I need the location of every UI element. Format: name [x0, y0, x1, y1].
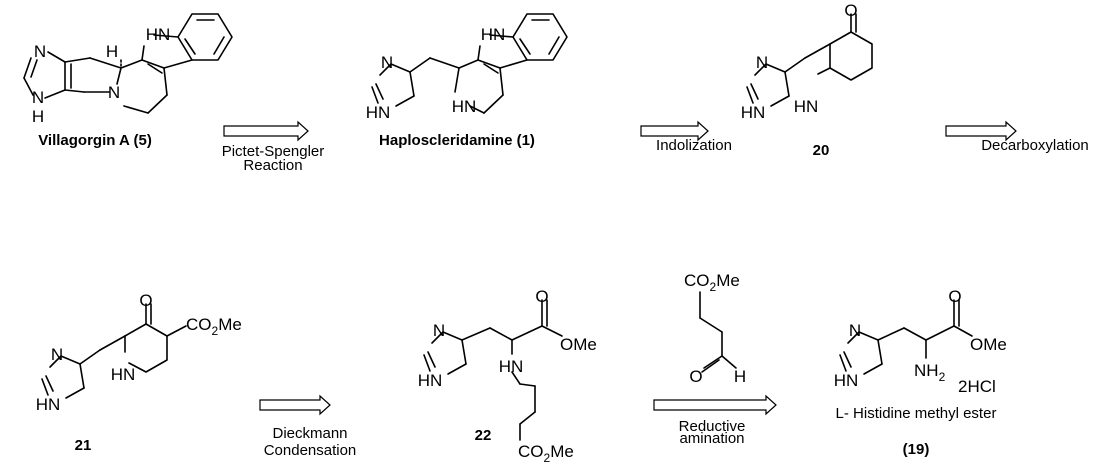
atom-h: H — [32, 107, 44, 126]
atom-o: O — [948, 287, 961, 306]
subscript: 2 — [544, 451, 551, 464]
subscript: 2 — [710, 280, 717, 294]
compound-label: 20 — [813, 142, 830, 159]
atom-nh: NH — [914, 361, 939, 380]
atom-hn: HN — [481, 25, 506, 44]
retro-arrow — [223, 120, 309, 142]
atom-o: O — [844, 1, 857, 20]
atom-hn: HN — [146, 25, 171, 44]
atom-n: N — [32, 88, 44, 107]
subscript: 2 — [212, 324, 219, 338]
step-label: Condensation — [264, 442, 357, 459]
atom-o: O — [689, 367, 702, 386]
atom-ome: OMe — [970, 335, 1007, 354]
compound-name: L- Histidine methyl ester — [836, 405, 997, 422]
step-label: Indolization — [656, 137, 732, 154]
step-label: Reductive — [679, 418, 746, 435]
co2me-group: CO2Me — [186, 315, 242, 338]
step-label: Decarboxylation — [981, 137, 1089, 154]
step-label: Dieckmann — [272, 425, 347, 442]
step-label: amination — [679, 430, 744, 447]
atom-me: Me — [218, 315, 242, 334]
step-label: Reaction — [243, 157, 302, 174]
retro-arrow — [653, 394, 777, 416]
atom-n: N — [51, 345, 63, 364]
atom-hn: HN — [794, 97, 819, 116]
atom-hn: HN — [418, 371, 443, 390]
atom-o: O — [535, 287, 548, 306]
step-label: Pictet-Spengler — [222, 143, 325, 160]
atom-n: N — [756, 53, 768, 72]
atom-n: N — [108, 83, 120, 102]
co2me-group: CO2Me — [684, 271, 740, 294]
retro-arrow — [640, 120, 709, 142]
co2me-group: CO2Me — [518, 442, 574, 464]
structure-compound-21: O CO2Me N HN HN 21 — [36, 291, 242, 454]
atom-me: Me — [716, 271, 740, 290]
compound-label: (19) — [903, 441, 930, 458]
atom-hn: HN — [741, 103, 766, 122]
atom-hn: HN — [452, 97, 477, 116]
atom-hn: HN — [499, 357, 524, 376]
atom-hn: HN — [111, 365, 136, 384]
atom-ome: OMe — [560, 335, 597, 354]
structure-compound-20: O N HN HN 20 — [741, 1, 873, 159]
compound-label: 21 — [75, 437, 92, 454]
atom-h: H — [734, 367, 746, 386]
structure-compound-22: O OMe N HN HN CO2Me 22 — [418, 287, 597, 464]
compound-label: Haploscleridamine (1) — [379, 132, 535, 149]
atom-h: H — [106, 42, 118, 61]
structure-reagent: CO2Me O H — [684, 271, 746, 386]
atom-n: N — [849, 321, 861, 340]
atom-co: CO — [186, 315, 212, 334]
atom-co: CO — [518, 442, 544, 461]
structure-histidine-methyl-ester: O OMe N HN NH2 2HCl L- Histidine methyl … — [834, 287, 1007, 458]
salt-label: 2HCl — [958, 377, 996, 396]
structure-haploscleridamine: HN N HN HN Haploscleridamine (1) — [366, 13, 568, 149]
nh2-group: NH2 — [914, 361, 946, 384]
atom-n: N — [34, 42, 46, 61]
compound-label: Villagorgin A (5) — [38, 132, 152, 149]
atom-o: O — [139, 291, 152, 310]
retro-arrow — [259, 394, 331, 416]
atom-hn: HN — [366, 103, 391, 122]
subscript: 2 — [939, 370, 946, 384]
retro-arrow — [945, 120, 1017, 142]
atom-hn: HN — [834, 371, 859, 390]
atom-n: N — [381, 53, 393, 72]
atom-n: N — [433, 321, 445, 340]
compound-label: 22 — [475, 427, 492, 444]
atom-hn: HN — [36, 395, 61, 414]
atom-co: CO — [684, 271, 710, 290]
structure-villagorgin-a: HN N H N N H Villagorgin A (5) — [23, 13, 233, 149]
atom-me: Me — [550, 442, 574, 461]
